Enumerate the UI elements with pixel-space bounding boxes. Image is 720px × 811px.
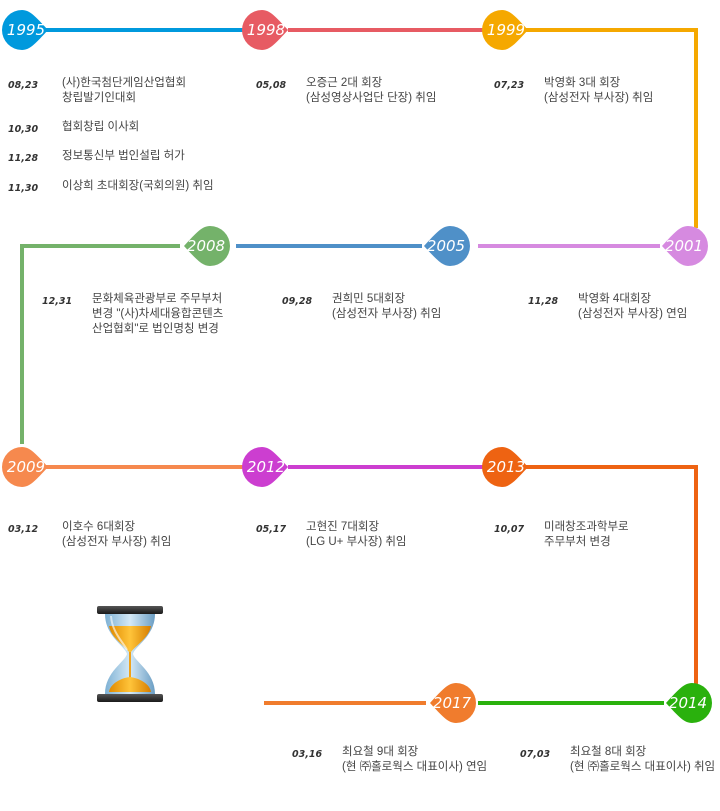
- event-date: 05,08: [256, 80, 287, 91]
- event-date: 05,17: [256, 524, 287, 535]
- year-label: 2001: [664, 237, 704, 255]
- event-date: 10,30: [8, 124, 39, 135]
- event-date: 07,03: [520, 749, 551, 760]
- event-date: 08,23: [8, 80, 39, 91]
- year-marker-2012: 2012: [240, 445, 292, 489]
- year-label: 2008: [186, 237, 226, 255]
- hourglass-icon: [97, 606, 163, 702]
- year-label: 2014: [668, 694, 708, 712]
- event-description: 고현진 7대회장 (LG U+ 부사장) 취임: [306, 521, 407, 548]
- year-marker-2005: 2005: [420, 224, 472, 268]
- event-description: 이상희 초대회장(국회의원) 취임: [62, 180, 214, 192]
- event-description: 협회창립 이사회: [62, 121, 140, 133]
- event-date: 10,07: [494, 524, 525, 535]
- event-description: 권희민 5대회장 (삼성전자 부사장) 취임: [332, 293, 442, 320]
- event-date: 11,28: [8, 153, 39, 164]
- event-description: 문화체육관광부로 주무부처 변경 "(사)차세대융합콘텐츠 산업협회"로 법인명…: [92, 293, 224, 335]
- event-date: 03,12: [8, 524, 39, 535]
- year-marker-1998: 1998: [240, 8, 292, 52]
- year-label: 1999: [486, 21, 526, 39]
- event-date: 09,28: [282, 296, 313, 307]
- line-2008-2009: [20, 244, 180, 444]
- line-2013-2014: [526, 465, 698, 685]
- year-label: 2009: [6, 458, 46, 476]
- year-label: 2012: [246, 458, 286, 476]
- year-marker-2013: 2013: [480, 445, 532, 489]
- event-description: 미래창조과학부로 주무부처 변경: [544, 521, 629, 548]
- event-description: 최요철 8대 회장 (현 ㈜홀로웍스 대표이사) 취임: [570, 746, 716, 773]
- event-date: 12,31: [42, 296, 73, 307]
- year-marker-2001: 2001: [658, 224, 710, 268]
- year-marker-1995: 1995: [0, 8, 52, 52]
- year-marker-2009: 2009: [0, 445, 52, 489]
- event-description: 이호수 6대회장 (삼성전자 부사장) 취임: [62, 521, 172, 548]
- year-label: 2013: [486, 458, 526, 476]
- year-marker-2017: 2017: [426, 681, 478, 725]
- year-marker-1999: 1999: [480, 8, 532, 52]
- event-date: 03,16: [292, 749, 323, 760]
- line-1999-2001: [526, 28, 698, 228]
- event-description: 오증근 2대 회장 (삼성영상사업단 단장) 취임: [306, 77, 437, 104]
- event-date: 11,28: [528, 296, 559, 307]
- year-marker-2008: 2008: [180, 224, 232, 268]
- year-marker-2014: 2014: [662, 681, 714, 725]
- year-label: 2005: [426, 237, 466, 255]
- event-description: 최요철 9대 회장 (현 ㈜홀로웍스 대표이사) 연임: [342, 746, 488, 773]
- event-description: 정보통신부 법인설립 허가: [62, 150, 185, 162]
- event-description: 박영화 3대 회장 (삼성전자 부사장) 취임: [544, 77, 654, 104]
- event-description: 박영화 4대회장 (삼성전자 부사장) 연임: [578, 293, 688, 320]
- year-label: 1998: [246, 21, 286, 39]
- year-label: 2017: [432, 694, 472, 712]
- event-date: 07,23: [494, 80, 525, 91]
- year-label: 1995: [6, 21, 46, 39]
- event-description: (사)한국첨단게임산업협회 창립발기인대회: [62, 77, 187, 104]
- event-date: 11,30: [8, 183, 39, 194]
